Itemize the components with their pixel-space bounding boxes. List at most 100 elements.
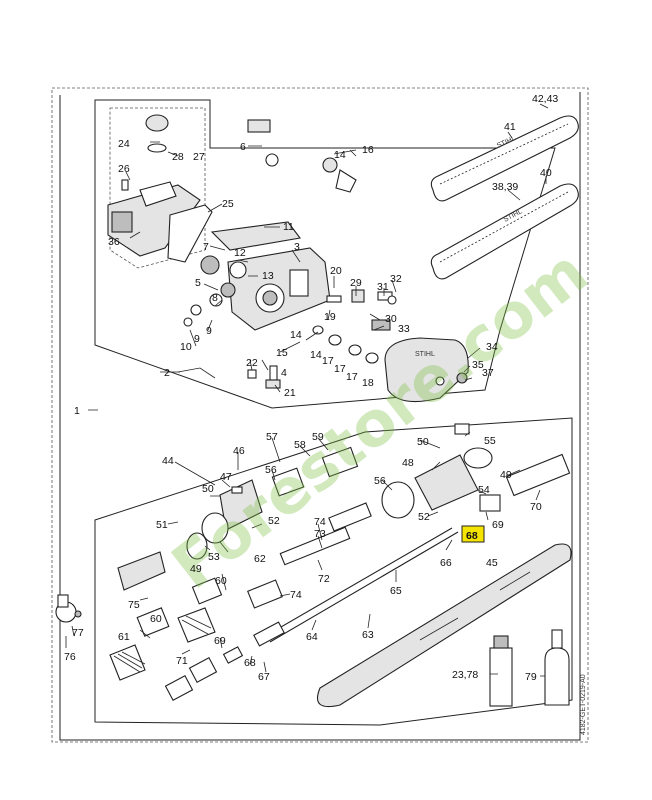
label-3: 3 (294, 241, 300, 253)
label-31: 31 (377, 281, 389, 293)
bushings-60 (136, 577, 223, 637)
label-20: 20 (330, 265, 342, 277)
label-59: 59 (312, 431, 324, 443)
chain-tensioner-parts (326, 289, 397, 331)
label-70: 70 (530, 501, 542, 513)
label-18: 18 (362, 377, 374, 389)
gear-head-outline (94, 99, 556, 409)
label-23-78: 23,78 (452, 669, 478, 681)
outer-dashed-frame (51, 87, 589, 743)
label-25: 25 (222, 198, 234, 210)
label-56b: 56 (374, 475, 386, 487)
label-68a: 68 (244, 657, 256, 669)
label-26: 26 (118, 163, 130, 175)
label-57: 57 (266, 431, 278, 443)
o-ring-49-left (186, 532, 208, 560)
label-29: 29 (350, 277, 362, 289)
chain-cover-34: STIHL (384, 337, 469, 403)
label-53: 53 (208, 551, 220, 563)
label-33: 33 (398, 323, 410, 335)
label-60a: 60 (215, 575, 227, 587)
gear-housing (210, 221, 331, 331)
label-37: 37 (482, 367, 494, 379)
label-16: 16 (362, 144, 374, 156)
bolts-22-4-21 (247, 365, 281, 389)
cover-brand: STIHL (415, 351, 435, 358)
label-74b: 74 (290, 589, 302, 601)
drive-shaft-63-65 (261, 527, 459, 643)
label-2: 2 (164, 367, 170, 379)
hanger-76-77 (55, 594, 82, 623)
label-17b: 17 (334, 363, 346, 375)
label-62: 62 (254, 553, 266, 565)
gasket-25 (167, 204, 213, 263)
label-67: 67 (258, 671, 270, 683)
label-11: 11 (283, 221, 294, 233)
label-21: 21 (284, 387, 296, 399)
label-27: 27 (193, 151, 205, 163)
label-14-top: 14 (334, 149, 346, 161)
label-6: 6 (240, 141, 246, 153)
label-28: 28 (172, 151, 184, 163)
label-1: 1 (74, 405, 80, 417)
label-47: 47 (220, 471, 232, 483)
label-30: 30 (385, 313, 397, 325)
label-76: 76 (64, 651, 76, 663)
label-64: 64 (306, 631, 318, 643)
label-77: 77 (72, 627, 84, 639)
label-58: 58 (294, 439, 306, 451)
highlight-box-68 (461, 525, 485, 543)
label-52a: 52 (268, 515, 280, 527)
label-4: 4 (281, 367, 287, 379)
tube-45 (316, 543, 572, 708)
shaft-components-64-68 (164, 621, 285, 701)
label-69b: 69 (492, 519, 504, 531)
label-44: 44 (162, 455, 174, 467)
label-14-low: 14 (310, 349, 322, 361)
inner-shafts (247, 502, 372, 609)
label-72: 72 (318, 573, 330, 585)
couplings-57-59 (271, 446, 359, 497)
part-number-labels: 42,43 41 40 38,39 24 28 27 26 36 25 6 14… (64, 93, 558, 683)
springs-61 (109, 607, 216, 681)
label-19: 19 (324, 311, 336, 323)
shaft-assembly-outline (94, 417, 573, 726)
label-41: 41 (504, 121, 516, 133)
label-49a: 49 (190, 563, 202, 575)
label-65: 65 (390, 585, 402, 597)
saw-chain-bar-lower: STIHL (430, 183, 579, 280)
label-79: 79 (525, 671, 537, 683)
label-36: 36 (108, 236, 120, 248)
label-45: 45 (486, 557, 498, 569)
spindle-gear-6 (247, 119, 279, 167)
label-50b: 50 (417, 436, 429, 448)
upper-housing-48 (381, 423, 493, 519)
label-56a: 56 (265, 464, 277, 476)
label-9b: 9 (206, 325, 212, 337)
label-75: 75 (128, 599, 140, 611)
label-60b: 60 (150, 613, 162, 625)
label-66: 66 (440, 557, 452, 569)
label-8: 8 (212, 292, 218, 304)
label-40: 40 (540, 167, 552, 179)
clamp-housing-46 (201, 479, 263, 544)
label-69a: 69 (214, 635, 226, 647)
label-32: 32 (390, 273, 402, 285)
label-52b: 52 (418, 511, 430, 523)
label-14-mid: 14 (290, 329, 302, 341)
label-50a: 50 (202, 483, 214, 495)
drive-gears (183, 255, 247, 327)
label-55: 55 (484, 435, 496, 447)
label-22: 22 (246, 357, 258, 369)
oil-cap-and-tank (107, 114, 201, 257)
label-9a: 9 (194, 333, 200, 345)
label-17c: 17 (346, 371, 358, 383)
label-54: 54 (478, 484, 490, 496)
grease-tube-23-78 (489, 635, 513, 707)
label-46: 46 (233, 445, 245, 457)
label-73: 73 (314, 528, 326, 540)
tube-70 (479, 453, 571, 512)
leader-lines (65, 103, 549, 677)
label-12: 12 (234, 247, 246, 259)
